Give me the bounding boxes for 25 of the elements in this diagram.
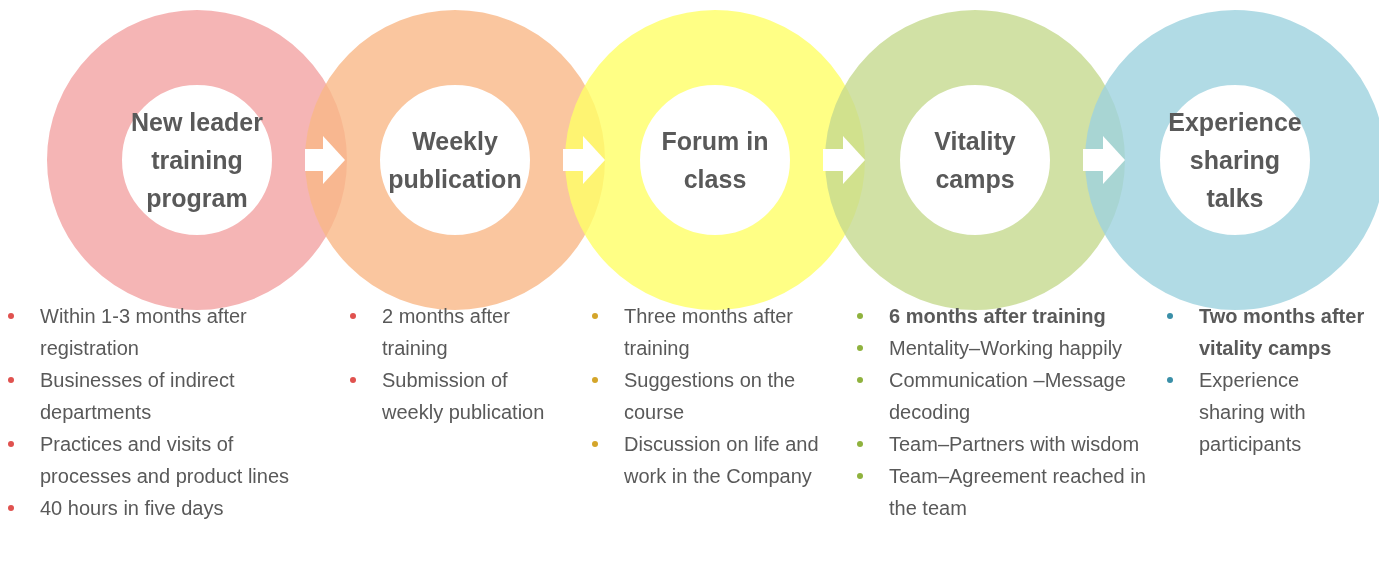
bullet-item: Practices and visits of processes and product lines: [6, 428, 326, 492]
bullet-item: Submission of weekly publication: [348, 364, 548, 428]
bullet-item: Three months after training: [590, 300, 850, 364]
bullet-item: Discussion on life and work in the Company: [590, 428, 850, 492]
bullet-item: Experience sharing with participants: [1165, 364, 1365, 460]
bullet-item: Team–Partners with wisdom: [855, 428, 1155, 460]
bullet-item: Suggestions on the course: [590, 364, 850, 428]
arrow: [305, 136, 345, 184]
ring-title: Weekly publication: [387, 126, 523, 195]
bullet-item: 6 months after training: [855, 300, 1155, 332]
bullet-item: 2 months after training: [348, 300, 548, 364]
arrow: [563, 136, 605, 184]
bullet-item: Businesses of indirect departments: [6, 364, 326, 428]
ring-title: Vitality camps: [933, 126, 1017, 195]
bullet-item: 40 hours in five days: [6, 492, 326, 524]
arrow: [823, 136, 865, 184]
arrow: [1083, 136, 1125, 184]
bullet-item: Mentality–Working happily: [855, 332, 1155, 364]
bullet-item: Team–Agreement reached in the team: [855, 460, 1155, 524]
bullet-item: Within 1-3 months after registration: [6, 300, 326, 364]
ring-title: Experience sharing talks: [1167, 107, 1303, 214]
ring-title: New leader training program: [130, 107, 264, 214]
bullet-item: Two months after vitality camps: [1165, 300, 1365, 364]
bullet-item: Communication –Message decoding: [855, 364, 1155, 428]
ring-title: Forum in class: [660, 126, 770, 195]
